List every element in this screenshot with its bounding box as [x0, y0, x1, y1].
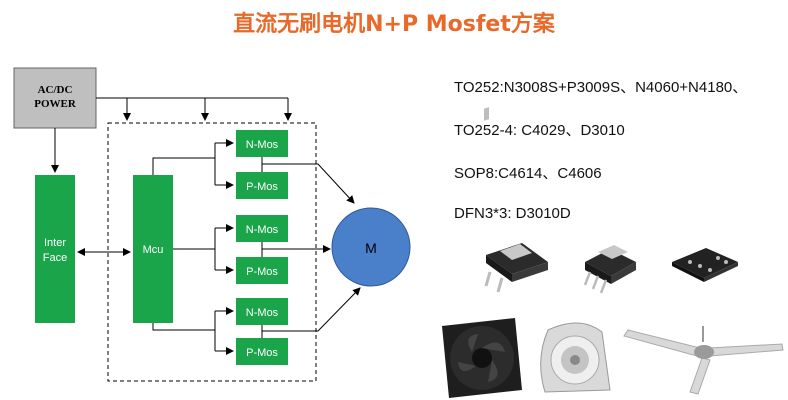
power-label-2: POWER: [34, 98, 77, 110]
interface-label-1: Inter: [44, 237, 66, 249]
spec-line-1: TO252:N3008S+P3009S、N4060+N4180、: [454, 79, 748, 96]
mcu-label: Mcu: [143, 244, 164, 256]
n-mos-label-3: N-Mos: [246, 307, 279, 319]
mcu-block: [133, 175, 173, 323]
spec-line-3: SOP8:C4614、C4606: [454, 165, 602, 182]
power-block: [13, 67, 97, 129]
n-mos-block-3: [236, 298, 288, 325]
n-mos-block-2: [236, 215, 288, 242]
interface-label-2: Face: [43, 252, 67, 264]
phase3-output: [261, 287, 361, 332]
ceiling-fan-icon: [623, 326, 784, 395]
p-mos-label-3: P-Mos: [246, 347, 278, 359]
p-mos-block-3: [236, 338, 288, 365]
power-label-1: AC/DC: [38, 84, 73, 96]
p-mos-block-2: [236, 257, 288, 284]
n-mos-label-2: N-Mos: [246, 224, 279, 236]
n-mos-block-1: [236, 130, 288, 157]
motor-label: M: [365, 240, 377, 256]
mcu-to-pair3-line: [152, 323, 215, 331]
page-title: 直流无刷电机N+P Mosfet方案: [233, 12, 555, 37]
phase1-output: [261, 157, 355, 204]
p-mos-label-2: P-Mos: [246, 266, 278, 278]
dfn-package-icon: [672, 248, 738, 282]
motor-circle: [331, 207, 411, 287]
controller-boundary: [107, 122, 317, 382]
interface-block: [35, 175, 75, 323]
p-mos-label-1: P-Mos: [246, 181, 278, 193]
spec-line-2: TO252-4: C4029、D3010: [454, 122, 625, 139]
to252-4-package-icon: [583, 245, 636, 294]
to252-package-icon: [484, 107, 548, 293]
spec-line-4: DFN3*3: D3010D: [454, 205, 571, 222]
p-mos-block-1: [236, 172, 288, 199]
blower-fan-icon: [540, 322, 611, 393]
cooling-fan-icon: [442, 318, 522, 398]
mcu-to-pair1-line: [152, 157, 215, 175]
n-mos-label-1: N-Mos: [246, 139, 279, 151]
